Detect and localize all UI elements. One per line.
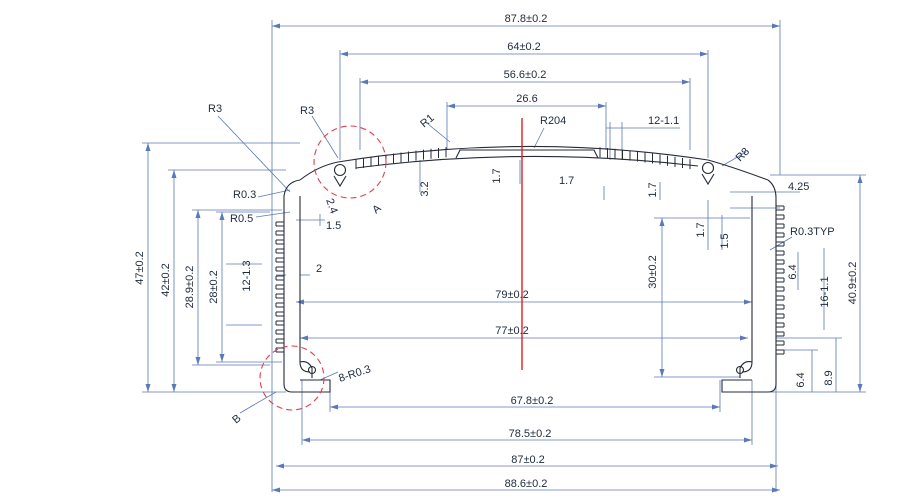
dim-height-40-9: 40.9±0.2 <box>847 262 859 305</box>
dim-width-88-6: 88.6±0.2 <box>505 478 548 490</box>
note-r0-5: R0.5 <box>230 213 253 225</box>
note-8-r0-3: 8-R0.3 <box>337 363 372 385</box>
note-r204: R204 <box>540 115 566 127</box>
dim-width-26-6: 26.6 <box>516 93 537 105</box>
note-r1: R1 <box>418 112 436 130</box>
dim-height-47: 47±0.2 <box>134 251 146 285</box>
note-r0-3-typ: R0.3TYP <box>790 226 835 238</box>
dim-wall-2: 2 <box>316 263 322 275</box>
note-r8: R8 <box>734 146 752 164</box>
dim-4-25: 4.25 <box>788 181 809 193</box>
dim-1-7-center: 1.7 <box>559 175 574 187</box>
detail-label-a: A <box>370 202 384 216</box>
detail-label-b: B <box>230 412 243 426</box>
dim-height-42: 42±0.2 <box>160 263 172 297</box>
dim-8-9: 8.9 <box>823 370 835 385</box>
dim-height-28: 28±0.2 <box>208 270 220 304</box>
dim-fins-top: 12-1.1 <box>648 115 679 127</box>
dim-1-7-fin: 1.7 <box>647 182 659 197</box>
dim-height-30: 30±0.2 <box>647 255 659 289</box>
dim-fins-right: 16-1.1 <box>819 276 831 307</box>
enclosure-profile <box>283 145 777 393</box>
dim-inner-79: 79±0.2 <box>495 289 529 301</box>
dim-6-4-lower: 6.4 <box>795 372 807 387</box>
dim-1-5-left: 1.5 <box>326 220 341 232</box>
dimension-lines <box>142 20 866 492</box>
dim-height-28-9: 28.9±0.2 <box>184 266 196 309</box>
detail-circle-b <box>259 345 325 411</box>
note-r3-left: R3 <box>208 103 222 115</box>
dim-width-87-8: 87.8±0.2 <box>505 13 548 25</box>
dim-3-2: 3.2 <box>419 181 431 196</box>
dim-1-7-right: 1.7 <box>695 222 707 237</box>
dim-inner-77: 77±0.2 <box>495 325 529 337</box>
arrowheads <box>145 23 863 493</box>
heat-sink-fins <box>275 147 785 355</box>
dim-1-5-right: 1.5 <box>719 233 731 248</box>
dim-width-78-5: 78.5±0.2 <box>509 428 552 440</box>
dim-fins-left: 12-1.3 <box>241 260 253 291</box>
dim-width-56-6: 56.6±0.2 <box>504 69 547 81</box>
dim-width-67-8: 67.8±0.2 <box>511 395 554 407</box>
dim-2-4: 2.4 <box>323 197 340 215</box>
note-r3-center: R3 <box>300 105 314 117</box>
dim-6-4-upper: 6.4 <box>787 264 799 279</box>
note-r0-3: R0.3 <box>233 189 256 201</box>
dim-width-64: 64±0.2 <box>507 41 541 53</box>
detail-circle-a <box>313 125 387 199</box>
dim-1-7-top: 1.7 <box>491 168 503 183</box>
dim-width-87: 87±0.2 <box>511 454 545 466</box>
